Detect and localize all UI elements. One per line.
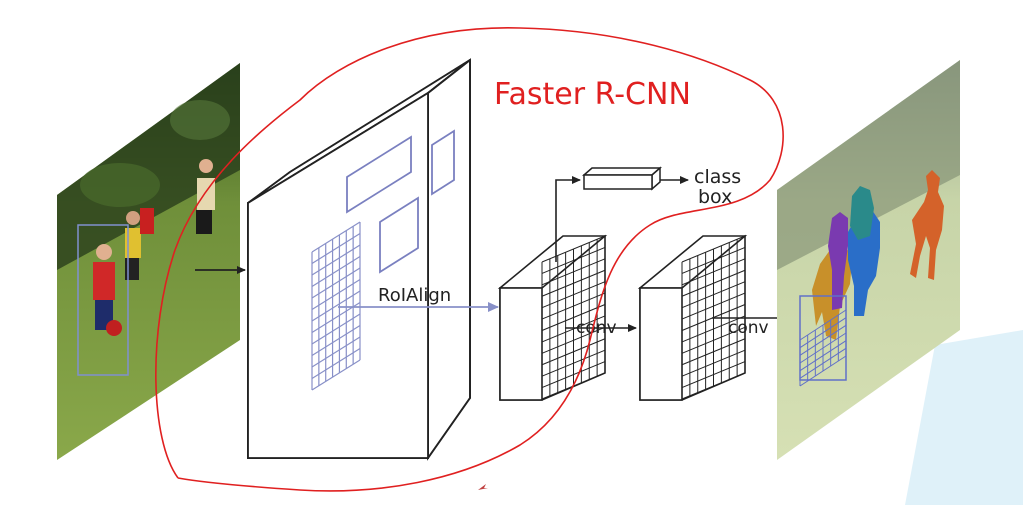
roi-grid [311, 221, 361, 391]
grid-line [311, 347, 361, 380]
mask-feature-cube [637, 234, 748, 401]
grid-line [799, 309, 847, 341]
grid-line [311, 324, 361, 357]
grid-line [799, 324, 847, 356]
proposal-box-1 [346, 135, 412, 214]
output-mask-grid [799, 309, 847, 387]
grid-line [311, 313, 361, 345]
mask-feature-cube-grid [681, 235, 746, 400]
grid-line [541, 304, 606, 331]
grid-line [541, 258, 606, 286]
grid-line [681, 235, 746, 263]
proposal-box-2 [379, 196, 419, 274]
grid-line [799, 347, 847, 379]
grid-line [799, 340, 847, 372]
corner-tint [905, 330, 1023, 505]
conv-label-2: conv [728, 318, 769, 338]
grid-line [311, 221, 361, 253]
input-image [57, 63, 240, 460]
grid-line [799, 355, 847, 387]
grid-line [311, 244, 361, 276]
input-detection-box [77, 224, 129, 376]
grid-line [681, 281, 746, 309]
grid-line [311, 255, 361, 288]
grid-line [799, 332, 847, 364]
grid-line [681, 269, 746, 297]
grid-line [311, 278, 361, 311]
cursor-mark-icon [478, 484, 488, 490]
annotation-title: Faster R-CNN [494, 77, 691, 112]
output-image [777, 60, 960, 460]
grid-line [311, 336, 361, 368]
grid-line [681, 246, 746, 274]
grid-line [681, 258, 746, 286]
grid-line [681, 372, 746, 400]
fc-layer [582, 166, 662, 191]
grid-line [311, 359, 361, 391]
grid-line [541, 235, 606, 263]
grid-line [541, 349, 606, 377]
grid-line [681, 292, 746, 320]
grid-line [799, 317, 847, 349]
grid-line [311, 232, 361, 265]
red-loop-annotation [155, 27, 784, 492]
grid-line [541, 269, 606, 297]
grid-line [681, 361, 746, 389]
grid-line [541, 326, 606, 354]
mask-teal-icon [850, 186, 874, 240]
mask-orange-icon [910, 170, 944, 280]
grid-line [681, 326, 746, 354]
grid-line [541, 338, 606, 366]
grid-line [311, 290, 361, 322]
grid-line [311, 267, 361, 299]
grid-line [541, 292, 606, 320]
roialign-label: RoIAlign [378, 285, 451, 306]
grid-line [681, 338, 746, 366]
grid-line [541, 361, 606, 389]
players-icon [93, 159, 215, 336]
grid-line [681, 315, 746, 343]
proposal-box-3 [431, 129, 455, 196]
mask-purple-icon [828, 212, 848, 310]
grid-line [541, 281, 606, 309]
grid-line [541, 246, 606, 274]
grid-line [681, 349, 746, 377]
head-branch-line [555, 176, 581, 262]
feature-map-face [247, 91, 455, 459]
roi-feature-cube-grid [541, 235, 606, 400]
class-label: class [694, 166, 741, 188]
box-label: box [698, 186, 732, 208]
conv-label-1: conv [576, 318, 617, 338]
